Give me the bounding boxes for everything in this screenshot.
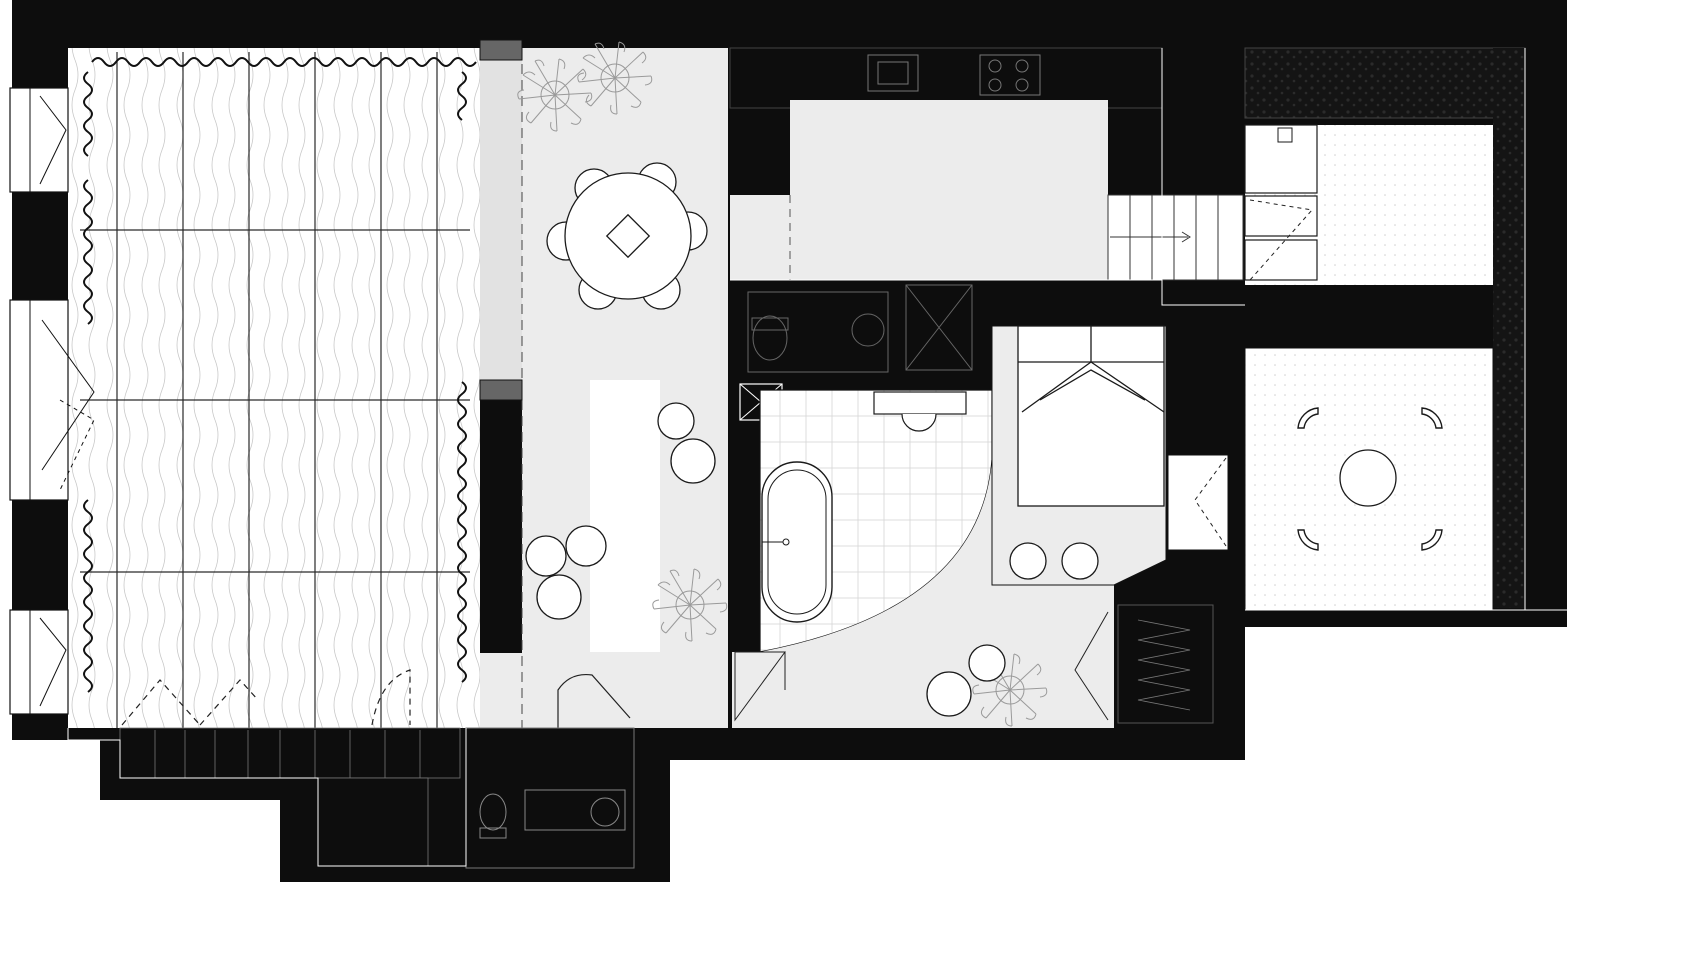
wc xyxy=(739,284,973,431)
hallway xyxy=(732,460,1114,728)
bedroom xyxy=(991,325,1167,586)
terrace xyxy=(1244,347,1494,611)
toilet-icon xyxy=(479,793,507,839)
stool-icon xyxy=(926,644,1006,717)
utility-closet xyxy=(119,727,635,869)
curtain-icon xyxy=(83,57,477,693)
outline-details xyxy=(67,48,1567,867)
terrace-table xyxy=(1339,449,1397,507)
upper-room xyxy=(1244,47,1526,608)
door-swing-icon xyxy=(121,669,411,726)
sink-icon xyxy=(867,54,919,92)
stool-icon xyxy=(525,402,716,620)
sink-icon xyxy=(851,313,885,347)
stairs xyxy=(1107,194,1244,281)
kitchen-counter xyxy=(729,47,1244,281)
windows-left xyxy=(9,87,95,715)
cooktop-icon xyxy=(979,54,1041,96)
sink-icon xyxy=(524,789,626,831)
dining-table xyxy=(546,162,708,310)
living-room xyxy=(68,48,480,728)
bed-icon xyxy=(1017,325,1165,507)
dining-kitchen xyxy=(479,39,728,728)
storage xyxy=(1117,454,1229,724)
toilet-icon xyxy=(751,315,789,361)
bathtub-icon xyxy=(761,461,833,623)
